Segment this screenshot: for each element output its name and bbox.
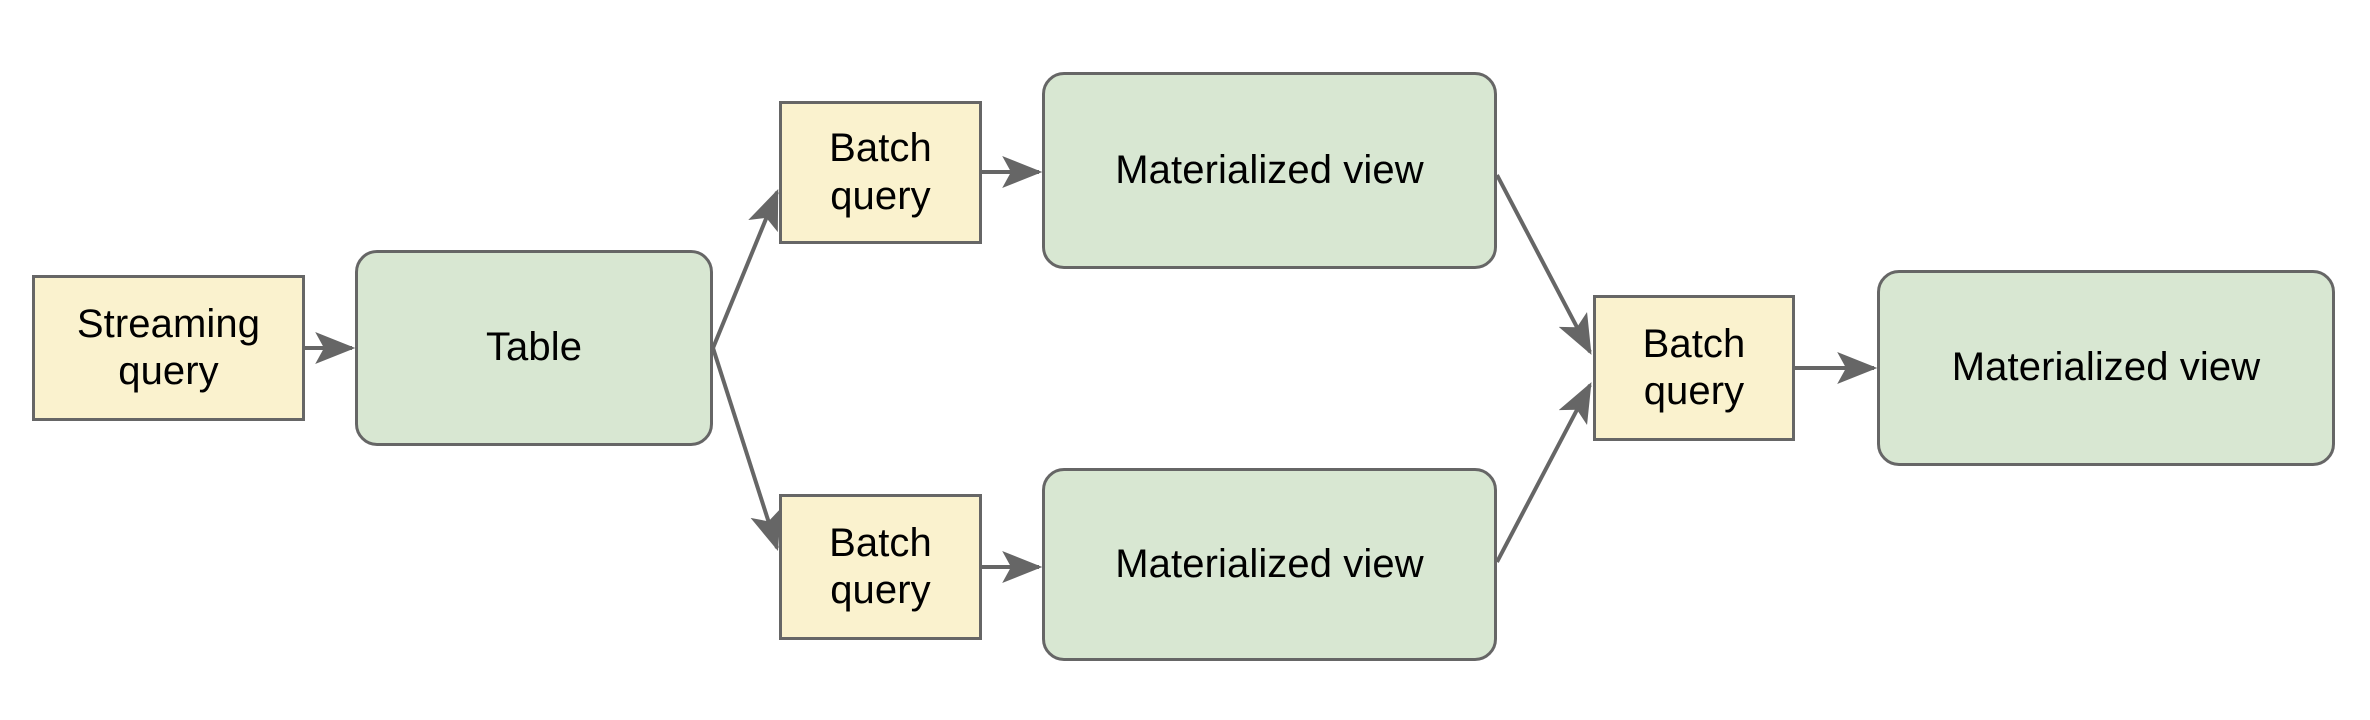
node-materialized-view-top-label: Materialized view: [1115, 147, 1424, 192]
node-materialized-view-bottom-label: Materialized view: [1115, 541, 1424, 586]
node-table-label: Table: [485, 325, 583, 370]
node-materialized-view-right[interactable]: Materialized view: [1877, 270, 2335, 466]
node-batch-query-right-label: Batch query: [1642, 321, 1746, 413]
node-batch-query-top[interactable]: Batch query: [779, 101, 982, 244]
edge-materialized-view-bottom-to-batch-query-right: [1495, 382, 1592, 563]
node-table[interactable]: Table: [355, 250, 713, 446]
edge-table-to-batch-query-bottom: [711, 347, 782, 552]
edge-materialized-view-top-to-batch-query-right: [1495, 174, 1592, 355]
node-streaming-query[interactable]: Streaming query: [32, 275, 305, 421]
node-batch-query-bottom-label: Batch query: [829, 520, 932, 612]
node-batch-query-top-label: Batch query: [829, 126, 932, 218]
node-materialized-view-top[interactable]: Materialized view: [1042, 72, 1497, 269]
node-batch-query-right[interactable]: Batch query: [1593, 295, 1795, 441]
node-materialized-view-right-label: Materialized view: [1951, 345, 2261, 390]
node-batch-query-bottom[interactable]: Batch query: [779, 494, 982, 640]
node-streaming-query-label: Streaming query: [76, 301, 261, 393]
node-materialized-view-bottom[interactable]: Materialized view: [1042, 468, 1497, 661]
edge-table-to-batch-query-top: [711, 189, 779, 349]
